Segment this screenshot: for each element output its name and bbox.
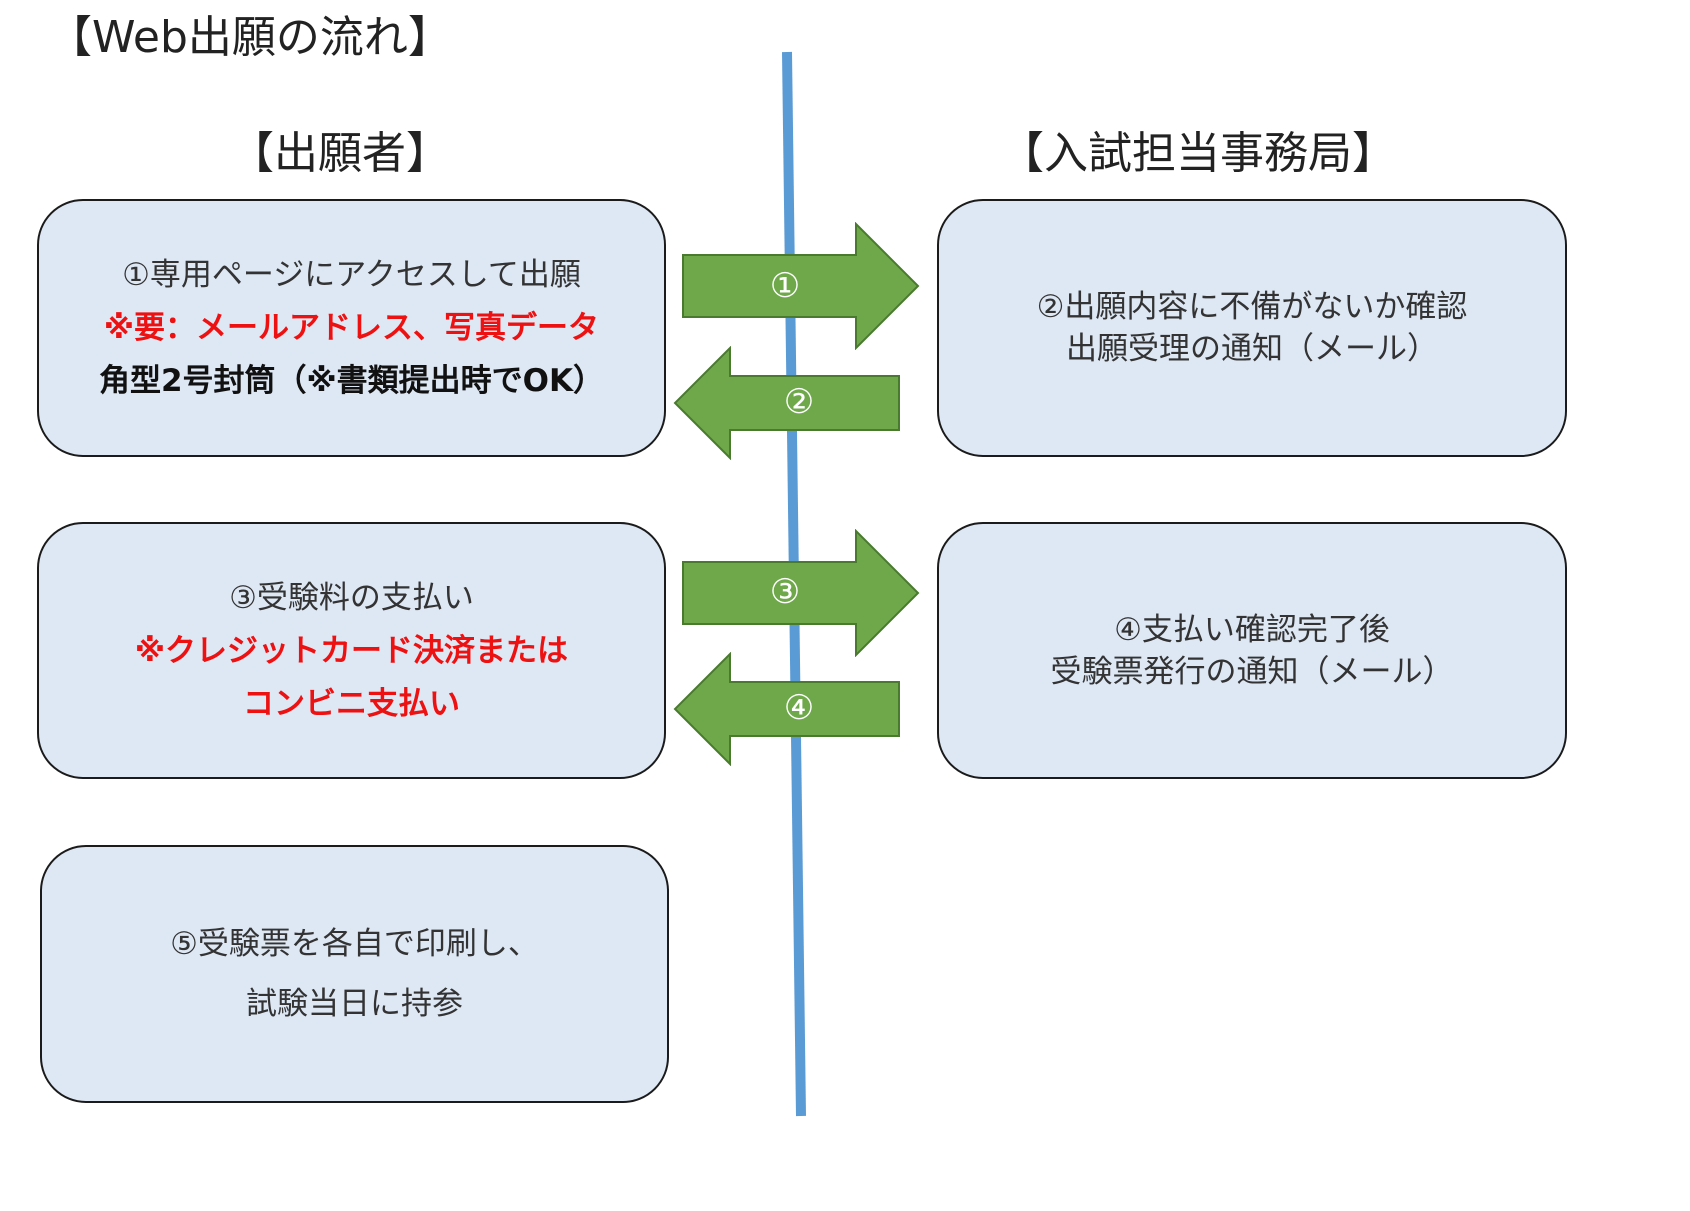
arrow-1-right: ① <box>682 222 920 350</box>
step-5-box: ⑤受験票を各自で印刷し、 試験当日に持参 <box>40 845 669 1103</box>
arrow-4-label: ④ <box>783 688 815 728</box>
step-4-notice: 受験票発行の通知（メール） <box>1050 653 1454 690</box>
arrow-2-label: ② <box>783 382 815 422</box>
step-3-text: ③受験料の支払い <box>229 579 474 616</box>
arrow-2-left: ② <box>673 346 901 460</box>
step-1-text: ①専用ページにアクセスして出願 <box>122 257 581 293</box>
step-3-box: ③受験料の支払い ※クレジットカード決済または コンビニ支払い <box>37 522 666 779</box>
step-2-notice: 出願受理の通知（メール） <box>1066 331 1438 367</box>
step-1-envelope-note: 角型2号封筒（※書類提出時でOK） <box>98 363 605 399</box>
page-title: 【Web出願の流れ】 <box>48 12 452 63</box>
step-3-payment-method: ※クレジットカード決済または <box>134 632 569 669</box>
left-arrow-icon <box>673 652 900 766</box>
step-5-text: ⑤受験票を各自で印刷し、 <box>170 926 539 962</box>
step-5-bring: 試験当日に持参 <box>246 986 463 1022</box>
arrow-1-label: ① <box>769 266 801 306</box>
column-heading-applicant: 【出願者】 <box>230 128 450 179</box>
column-heading-office: 【入試担当事務局】 <box>1000 128 1396 179</box>
arrow-4-left: ④ <box>673 652 901 766</box>
step-4-box: ④支払い確認完了後 受験票発行の通知（メール） <box>937 522 1567 779</box>
arrow-3-right: ③ <box>682 529 920 657</box>
step-1-box: ①専用ページにアクセスして出願 ※要：メールアドレス、写真データ 角型2号封筒（… <box>37 199 666 457</box>
step-1-requirement: ※要：メールアドレス、写真データ <box>103 310 600 346</box>
step-2-text: ②出願内容に不備がないか確認 <box>1036 289 1468 325</box>
right-arrow-icon <box>682 529 920 657</box>
step-3-payment-convenience: コンビニ支払い <box>243 685 460 722</box>
left-arrow-icon <box>673 346 900 460</box>
right-arrow-icon <box>682 222 920 350</box>
step-4-text: ④支払い確認完了後 <box>1114 611 1390 648</box>
arrow-3-label: ③ <box>769 572 801 612</box>
step-2-box: ②出願内容に不備がないか確認 出願受理の通知（メール） <box>937 199 1567 457</box>
